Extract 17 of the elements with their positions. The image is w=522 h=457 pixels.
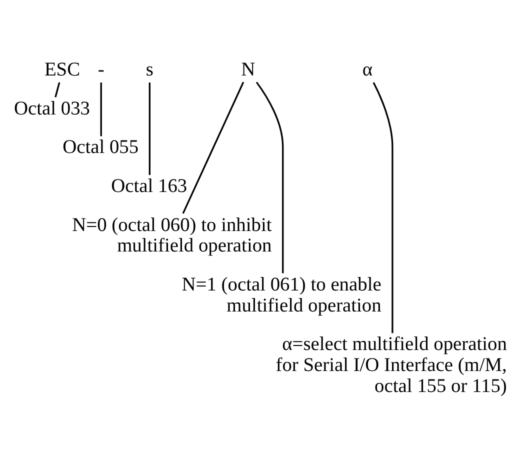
node-text: -: [98, 59, 104, 80]
connector: [256, 82, 284, 274]
node-text: Octal 163: [111, 176, 188, 198]
node-text: α=select multifield operation for Serial I/O Interface (m/M, octal 155 or 115): [276, 334, 507, 397]
node-text: N: [241, 59, 256, 80]
node-text: Octal 033: [14, 98, 90, 120]
node-text: s: [146, 59, 154, 80]
connector: [148, 82, 150, 175]
node-text: ESC: [44, 59, 80, 80]
connector: [372, 82, 394, 334]
node-text: Octal 055: [62, 137, 139, 158]
node-text: N=0 (octal 060) to inhibit multifield operation: [72, 214, 272, 257]
node-text: N=1 (octal 061) to enable multifield operation: [182, 274, 382, 316]
connector: [54, 82, 60, 98]
node-text: α: [362, 59, 373, 80]
connector: [182, 82, 244, 214]
connector: [100, 82, 102, 136]
